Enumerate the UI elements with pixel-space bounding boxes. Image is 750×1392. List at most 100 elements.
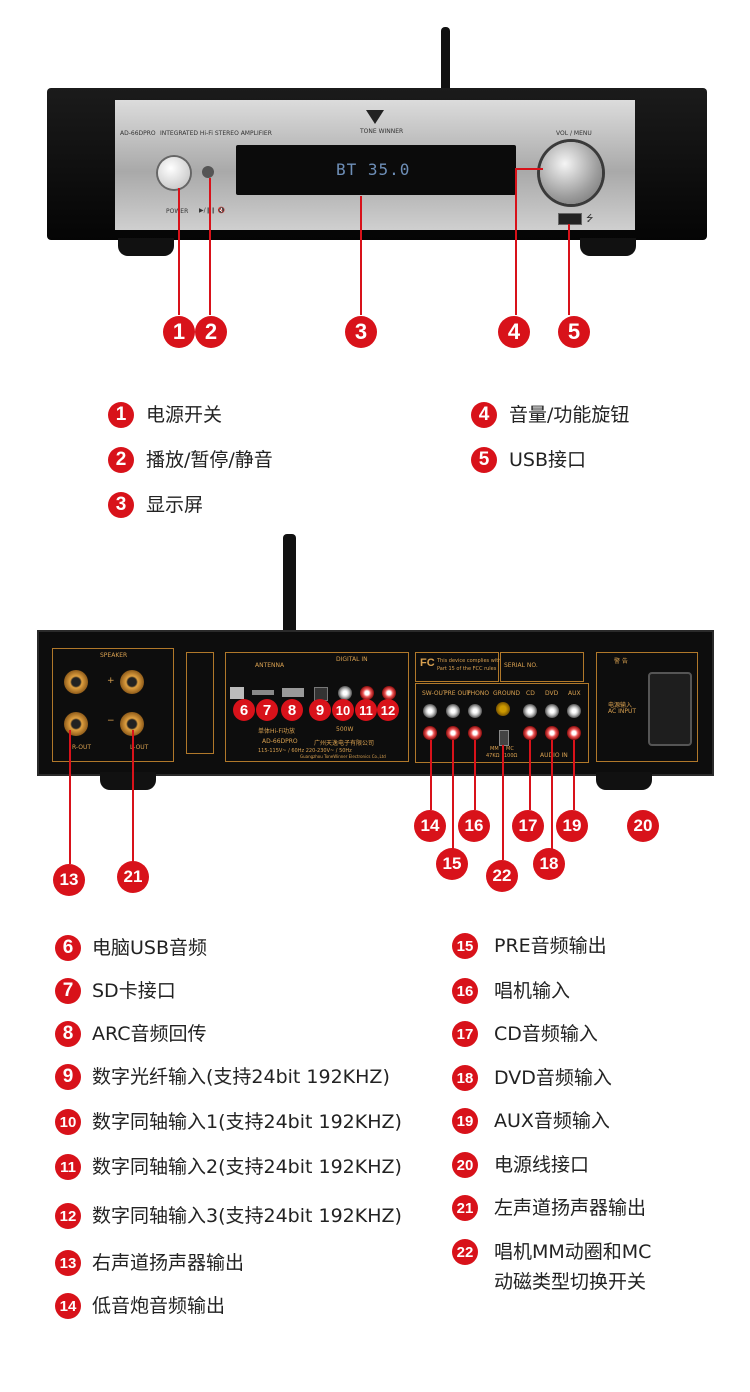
callout-18: 18 bbox=[533, 848, 565, 880]
leader-4-h bbox=[515, 168, 543, 170]
leader-2 bbox=[209, 178, 211, 315]
speaker-post-r-plus[interactable] bbox=[64, 670, 88, 694]
aux-jack-l[interactable] bbox=[567, 704, 581, 718]
power-value-label: 500W bbox=[336, 726, 354, 733]
legend-badge-13: 13 bbox=[55, 1250, 81, 1276]
ground-terminal[interactable] bbox=[496, 702, 510, 716]
usb-symbol-icon: ⭍ bbox=[586, 214, 594, 224]
aux-jack-r[interactable] bbox=[567, 726, 581, 740]
tone-winner-logo-icon bbox=[366, 110, 384, 124]
legend-text-22-line2: 动磁类型切换开关 bbox=[494, 1271, 647, 1293]
name-cn-label: 单体Hi-Fi功放 bbox=[258, 728, 296, 735]
cd-jack-l[interactable] bbox=[523, 704, 537, 718]
callout-3: 3 bbox=[345, 316, 377, 348]
legend-text-5: USB接口 bbox=[509, 449, 587, 471]
phono-jack-l[interactable] bbox=[468, 704, 482, 718]
legend-badge-9: 9 bbox=[55, 1064, 81, 1090]
front-usb-port[interactable] bbox=[558, 213, 582, 225]
cert-section bbox=[186, 652, 214, 754]
plus-label: + bbox=[107, 676, 115, 686]
mm-mc-switch[interactable] bbox=[499, 730, 509, 746]
callout-16: 16 bbox=[458, 810, 490, 842]
legend-text-21: 左声道扬声器输出 bbox=[494, 1197, 647, 1219]
cd-label: CD bbox=[526, 690, 535, 697]
pre-out-jack-r[interactable] bbox=[446, 726, 460, 740]
callout-19: 19 bbox=[556, 810, 588, 842]
volume-knob[interactable] bbox=[540, 142, 602, 204]
ac-input-cn-label: 电源输入 bbox=[608, 702, 633, 709]
l-out-label: L-OUT bbox=[130, 744, 149, 751]
mm-label: MM bbox=[490, 746, 499, 752]
vfd-display bbox=[236, 145, 516, 195]
legend-badge-14: 14 bbox=[55, 1293, 81, 1319]
legend-badge-18: 18 bbox=[452, 1065, 478, 1091]
leader-14 bbox=[430, 740, 432, 810]
usb-b-port[interactable] bbox=[230, 687, 244, 699]
speaker-post-r-minus[interactable] bbox=[64, 712, 88, 736]
legend-text-14: 低音炮音频输出 bbox=[92, 1295, 226, 1317]
aux-label: AUX bbox=[568, 690, 581, 697]
callout-9: 9 bbox=[309, 699, 331, 721]
dvd-label: DVD bbox=[545, 690, 559, 697]
leader-3 bbox=[360, 196, 362, 315]
legend-text-16: 唱机输入 bbox=[494, 980, 571, 1002]
callout-2: 2 bbox=[195, 316, 227, 348]
legend-text-18: DVD音频输入 bbox=[494, 1067, 612, 1089]
callout-15: 15 bbox=[436, 848, 468, 880]
ac-section bbox=[596, 652, 698, 762]
legend-badge-5: 5 bbox=[471, 447, 497, 473]
warning-label: 警 告 bbox=[614, 658, 628, 665]
model-label: AD-66DPRO bbox=[120, 130, 156, 137]
rear-chassis bbox=[37, 630, 714, 776]
sw-out-jack-l[interactable] bbox=[423, 704, 437, 718]
minus-label: − bbox=[107, 716, 115, 726]
leader-13 bbox=[69, 730, 71, 864]
play-mute-button[interactable] bbox=[202, 166, 214, 178]
leader-15 bbox=[452, 740, 454, 850]
mm-value-label: 47KΩ bbox=[486, 753, 500, 759]
leader-21 bbox=[132, 730, 134, 864]
phono-jack-r[interactable] bbox=[468, 726, 482, 740]
legend-badge-22: 22 bbox=[452, 1239, 478, 1265]
front-foot-left bbox=[118, 238, 174, 256]
power-button[interactable] bbox=[158, 157, 190, 189]
company-cn-label: 广州天逸电子有限公司 bbox=[314, 740, 375, 747]
rear-foot-left bbox=[100, 772, 156, 790]
fcc-text-2: Part 15 of the FCC rules bbox=[437, 666, 497, 672]
sd-card-slot[interactable] bbox=[252, 690, 274, 695]
legend-badge-3: 3 bbox=[108, 492, 134, 518]
leader-16 bbox=[474, 740, 476, 810]
legend-text-11: 数字同轴输入2(支持24bit 192KHZ) bbox=[92, 1156, 402, 1178]
speaker-label: SPEAKER bbox=[100, 652, 128, 659]
sw-out-label: SW-OUT bbox=[422, 690, 447, 697]
voltage-label: 115-115V~ / 60Hz 220-230V~ / 50Hz bbox=[258, 748, 352, 754]
callout-6: 6 bbox=[233, 699, 255, 721]
sw-out-jack-r[interactable] bbox=[423, 726, 437, 740]
leader-22 bbox=[502, 745, 504, 860]
speaker-post-l-plus[interactable] bbox=[120, 670, 144, 694]
legend-text-6: 电脑USB音频 bbox=[92, 937, 208, 959]
pre-out-jack-l[interactable] bbox=[446, 704, 460, 718]
coax-3-jack[interactable] bbox=[382, 686, 396, 700]
dvd-jack-l[interactable] bbox=[545, 704, 559, 718]
fcc-box bbox=[415, 652, 499, 682]
legend-text-3: 显示屏 bbox=[146, 494, 204, 516]
legend-text-12: 数字同轴输入3(支持24bit 192KHZ) bbox=[92, 1205, 402, 1227]
serial-label: SERIAL NO. bbox=[504, 662, 538, 669]
dvd-jack-r[interactable] bbox=[545, 726, 559, 740]
phono-label: PHONO bbox=[467, 690, 490, 697]
hdmi-arc-port[interactable] bbox=[282, 688, 304, 697]
callout-4: 4 bbox=[498, 316, 530, 348]
callout-13: 13 bbox=[53, 864, 85, 896]
legend-badge-8: 8 bbox=[55, 1021, 81, 1047]
legend-text-20: 电源线接口 bbox=[494, 1154, 590, 1176]
cd-jack-r[interactable] bbox=[523, 726, 537, 740]
legend-badge-20: 20 bbox=[452, 1152, 478, 1178]
coax-1-jack[interactable] bbox=[338, 686, 352, 700]
digital-section bbox=[225, 652, 409, 762]
coax-2-jack[interactable] bbox=[360, 686, 374, 700]
company-en-label: Guangzhou ToneWinner Electronics Co.,Ltd bbox=[300, 754, 386, 759]
pre-out-label: PRE OUT bbox=[444, 690, 471, 697]
iec-power-socket[interactable] bbox=[648, 672, 692, 746]
legend-badge-17: 17 bbox=[452, 1021, 478, 1047]
